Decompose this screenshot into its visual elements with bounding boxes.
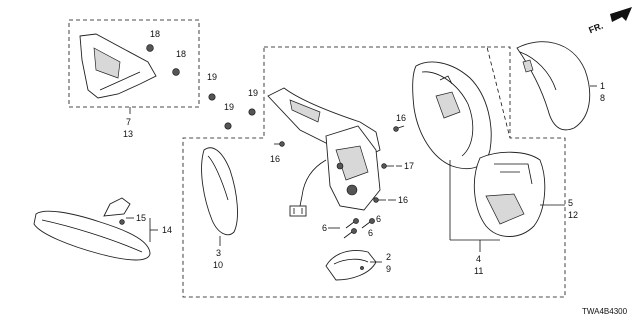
callout-12: 12 xyxy=(568,210,578,220)
callout-16a: 16 xyxy=(270,154,280,164)
callout-6b: 6 xyxy=(376,214,381,224)
assembly-outline xyxy=(68,19,566,298)
mirror-glass-part xyxy=(201,147,238,236)
callout-6a: 6 xyxy=(322,223,327,233)
callout-13: 13 xyxy=(123,129,133,139)
callout-18b: 18 xyxy=(176,49,186,59)
mirror-base-part xyxy=(267,87,381,217)
callout-8: 8 xyxy=(600,93,605,103)
front-direction-indicator: FR. xyxy=(587,7,632,35)
rearview-mirror-part xyxy=(33,197,151,261)
screws-6 xyxy=(343,218,375,239)
screws-16-17 xyxy=(274,125,405,203)
callout-2: 2 xyxy=(386,252,391,262)
callout-3: 3 xyxy=(216,248,221,258)
front-arrow-icon xyxy=(610,7,632,22)
callout-9: 9 xyxy=(386,264,391,274)
callout-18a: 18 xyxy=(150,29,160,39)
callout-7: 7 xyxy=(126,117,131,127)
callout-19c: 19 xyxy=(248,88,258,98)
mirror-housing-part xyxy=(412,61,492,170)
base-bracket-part xyxy=(79,33,180,99)
callout-19b: 19 xyxy=(224,102,234,112)
assembly-box-main xyxy=(182,46,566,298)
base-box xyxy=(68,19,200,108)
callout-17: 17 xyxy=(404,161,414,171)
callout-4: 4 xyxy=(476,254,481,264)
diagram-code: TWA4B4300 xyxy=(582,307,628,316)
callout-11: 11 xyxy=(474,266,483,276)
callout-15: 15 xyxy=(136,213,146,223)
callout-16c: 16 xyxy=(398,195,408,205)
callout-5: 5 xyxy=(568,198,573,208)
callout-1: 1 xyxy=(600,81,605,91)
front-direction-label: FR. xyxy=(587,21,604,36)
skull-cap-part xyxy=(516,41,591,131)
nuts-19 xyxy=(208,93,256,130)
lower-cover-part xyxy=(473,151,546,237)
turn-signal-part xyxy=(325,250,377,281)
callout-19a: 19 xyxy=(207,72,217,82)
callout-6c: 6 xyxy=(368,228,373,238)
callout-16b: 16 xyxy=(396,113,406,123)
callout-10: 10 xyxy=(213,260,223,270)
skull-cap-line xyxy=(487,46,511,138)
callout-14: 14 xyxy=(162,225,172,235)
